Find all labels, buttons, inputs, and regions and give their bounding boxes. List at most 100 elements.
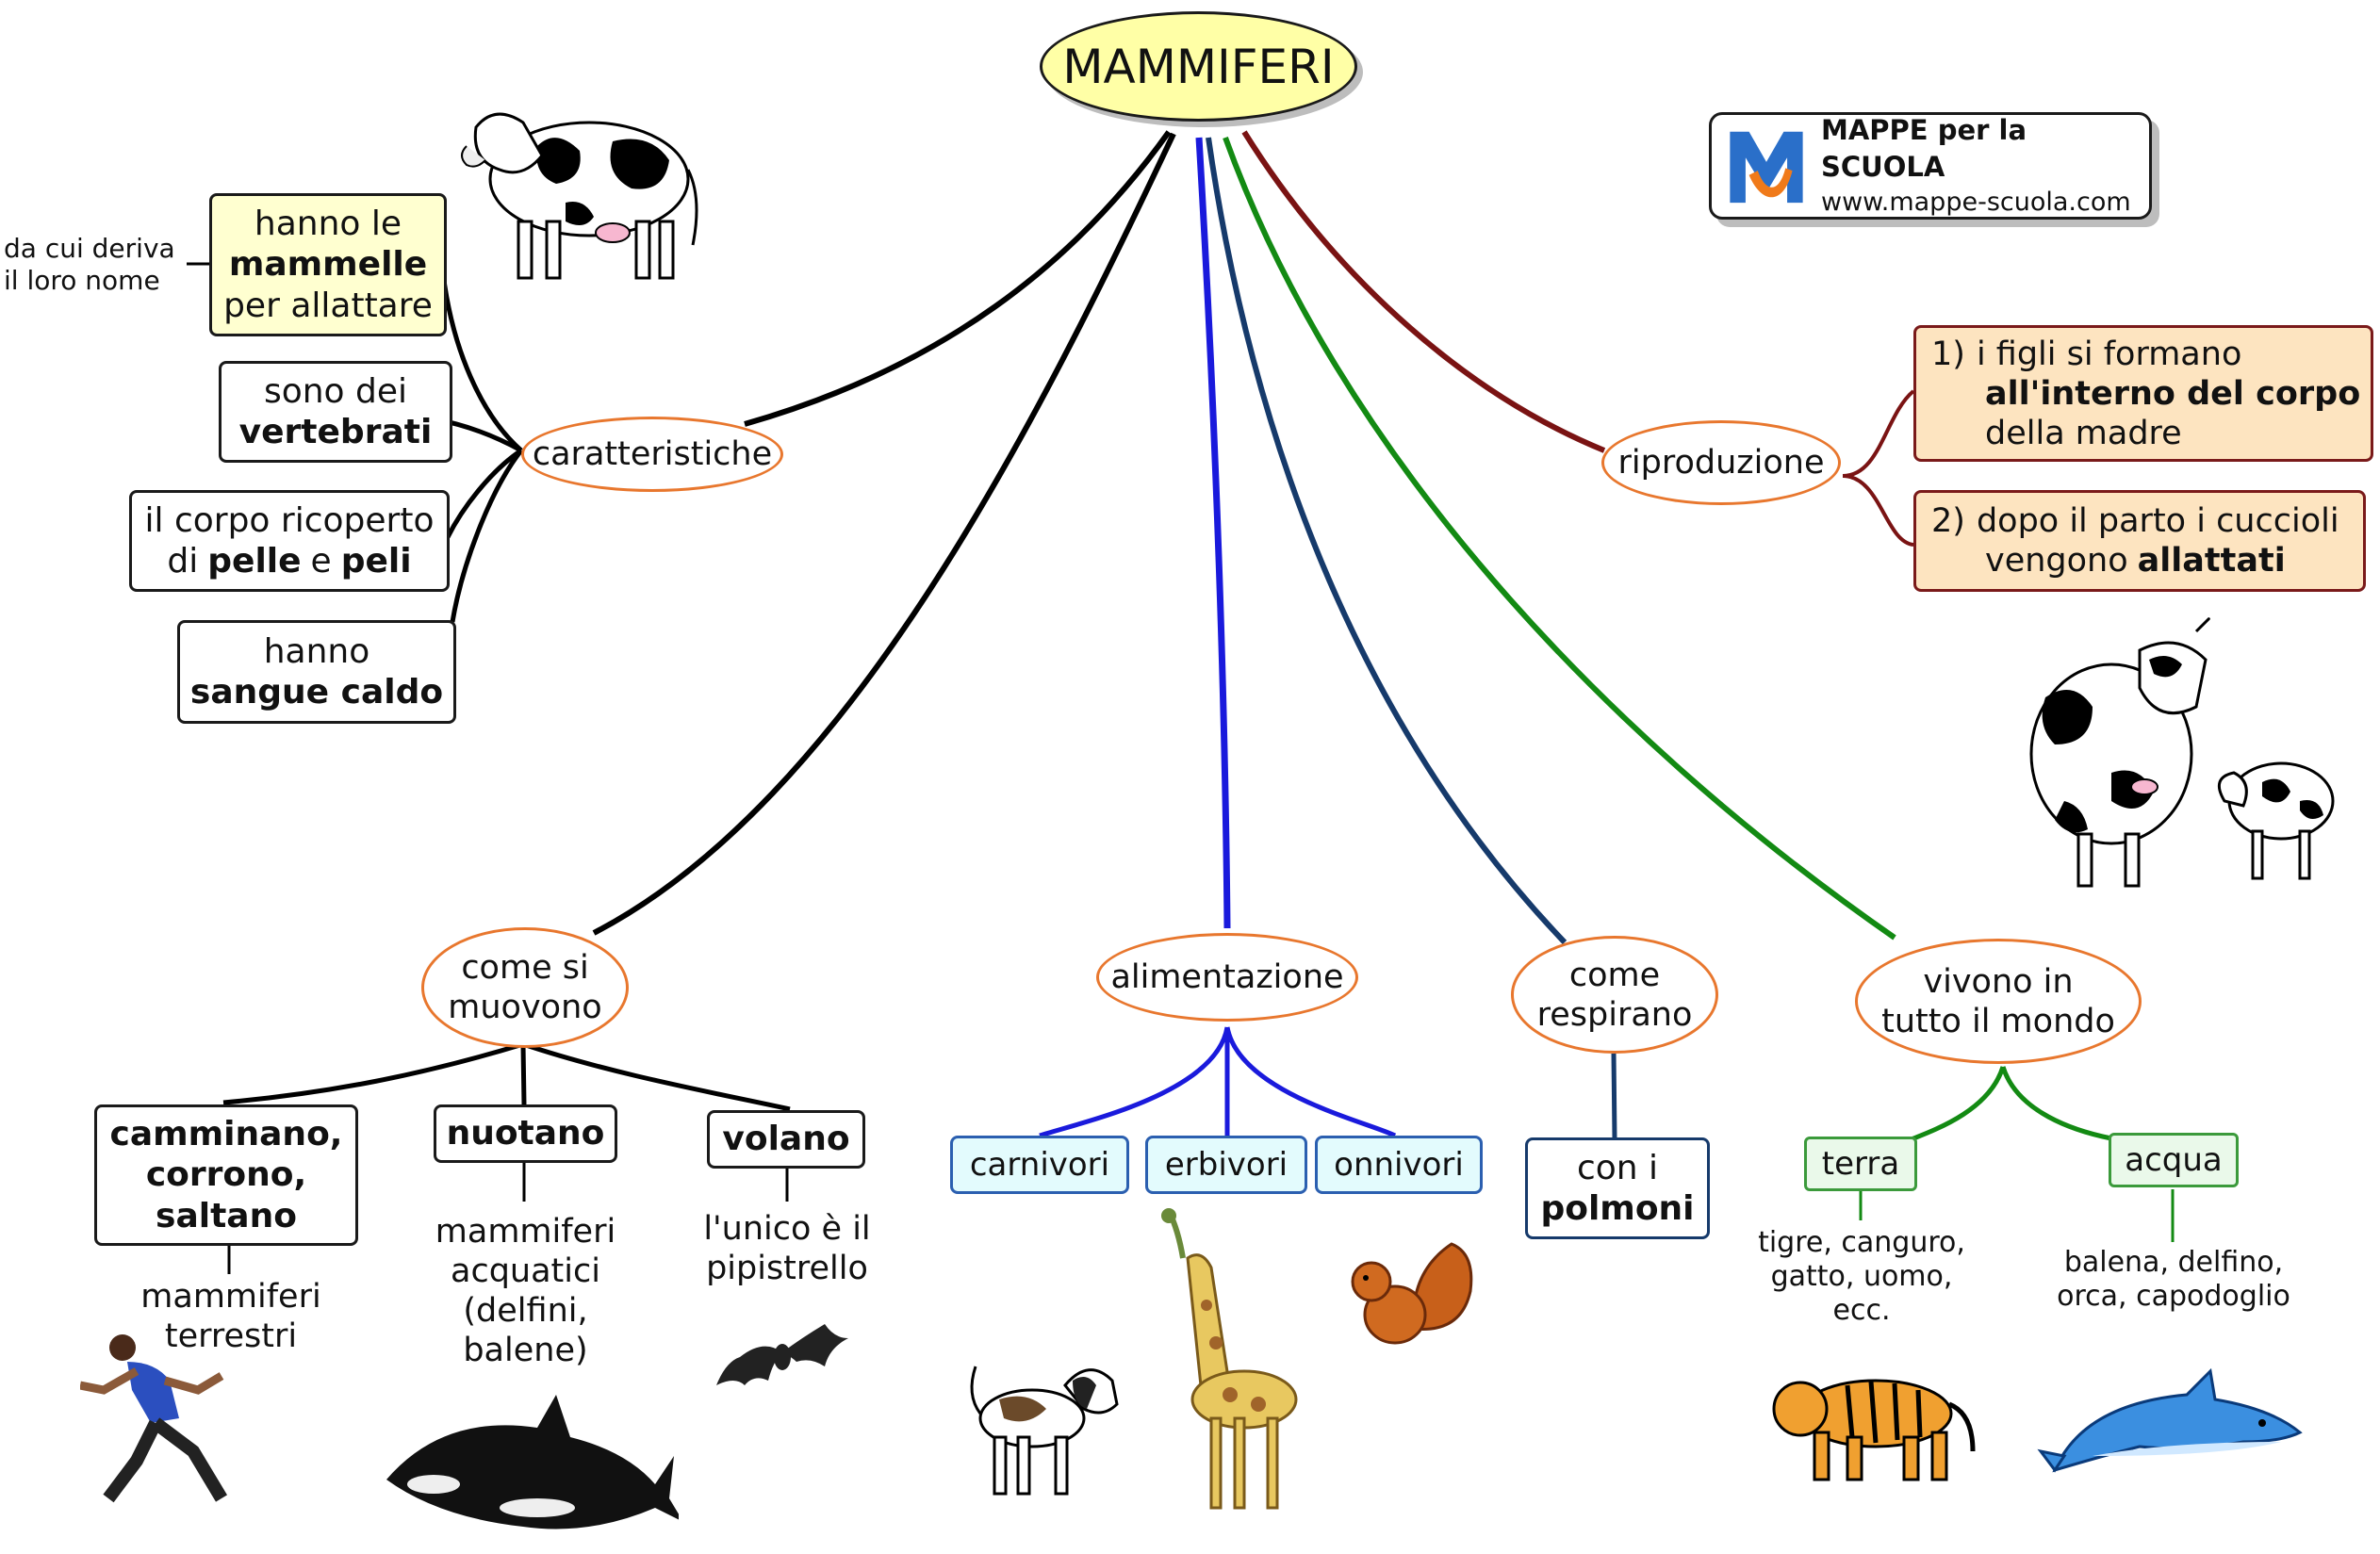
tiger-icon — [1772, 1379, 1976, 1481]
habitat-acqua-label: acqua — [2125, 1140, 2223, 1179]
caratteristiche-label: caratteristiche — [532, 435, 773, 473]
note-line-2: il loro nome — [4, 265, 160, 296]
move-terra-l2: corrono, — [145, 1155, 307, 1195]
move-terra-l3: saltano — [156, 1196, 297, 1235]
trait-pelle-peli[interactable]: il corpo ricoperto di pelle e peli — [129, 490, 450, 592]
name-origin-note: da cui deriva il loro nome — [4, 232, 192, 298]
move-nuotano-detail: mammiferi acquatici (delfini, balene) — [405, 1206, 646, 1376]
diet-onnivori-label: onnivori — [1334, 1145, 1464, 1184]
move-terra-l1: camminano, — [109, 1115, 343, 1154]
trait-pelle-line1: il corpo ricoperto — [144, 500, 435, 540]
repro1-bold: all'interno del corpo — [1985, 374, 2361, 413]
movimento-label-1: come si — [461, 949, 589, 987]
alimentazione-node[interactable]: alimentazione — [1096, 933, 1358, 1022]
repro2-line1: dopo il parto i cuccioli — [1976, 502, 2339, 540]
respirazione-polmoni-box[interactable]: con i polmoni — [1525, 1137, 1710, 1239]
habitat-label-2: tutto il mondo — [1881, 1002, 2115, 1040]
habitat-label-1: vivono in — [1923, 962, 2074, 1001]
giraffe-icon — [1161, 1208, 1298, 1510]
habitat-terra-examples: tigre, canguro, gatto, uomo, ecc. — [1742, 1220, 1981, 1333]
trait-vertebrati-bold: vertebrati — [238, 413, 433, 451]
terra-ex-3: ecc. — [1832, 1294, 1891, 1327]
diet-carnivori-label: carnivori — [969, 1145, 1110, 1184]
diet-erbivori-label: erbivori — [1164, 1145, 1288, 1184]
repro2-num: 2) — [1931, 502, 1965, 540]
logo-line1: MAPPE per la SCUOLA — [1820, 113, 2027, 183]
respirazione-label-2: respirano — [1536, 995, 1693, 1034]
cow-and-calf-icon — [2029, 617, 2335, 888]
repro2-pre: vengono — [1985, 542, 2128, 580]
runner-icon — [80, 1334, 228, 1503]
trait-mammelle-bold: mammelle — [228, 245, 428, 285]
acqua-ex-2: orca, capodoglio — [2057, 1280, 2290, 1313]
acqua-ex-1: balena, delfino, — [2063, 1246, 2284, 1279]
diet-onnivori[interactable]: onnivori — [1315, 1136, 1483, 1194]
riproduzione-node[interactable]: riproduzione — [1601, 420, 1841, 505]
trait-pelle-pre: di — [167, 542, 199, 581]
dog-icon — [970, 1366, 1119, 1496]
repro1-line3: della madre — [1985, 414, 2182, 452]
move-terra-d1: mammiferi — [140, 1278, 321, 1316]
respirazione-label-1: come — [1568, 956, 1661, 994]
movimento-label-2: muovono — [448, 989, 602, 1026]
riproduzione-item-1[interactable]: 1) i figli si formano all'interno del co… — [1913, 325, 2373, 462]
killer-whale-icon — [386, 1395, 679, 1529]
trait-mammelle[interactable]: hanno le mammelle per allattare — [209, 193, 447, 336]
move-volano-detail: l'unico è il pipistrello — [679, 1206, 895, 1291]
move-volano-label: volano — [722, 1120, 850, 1159]
logo-badge[interactable]: MAPPE per la SCUOLA www.mappe-scuola.com — [1709, 112, 2152, 220]
trait-sangue-caldo[interactable]: hanno sangue caldo — [177, 620, 456, 724]
diet-carnivori[interactable]: carnivori — [950, 1136, 1129, 1194]
repro1-line1: i figli si formano — [1976, 335, 2242, 373]
note-line-1: da cui deriva — [4, 233, 175, 265]
diet-erbivori[interactable]: erbivori — [1145, 1136, 1307, 1194]
dolphin-icon — [2037, 1367, 2303, 1473]
trait-peli-bold: peli — [340, 542, 412, 581]
trait-vertebrati-pre: sono dei — [263, 371, 408, 411]
alimentazione-label: alimentazione — [1110, 958, 1344, 996]
habitat-node[interactable]: vivono in tutto il mondo — [1855, 939, 2142, 1064]
repro1-num: 1) — [1931, 335, 1965, 373]
move-terra-box[interactable]: camminano, corrono, saltano — [94, 1104, 358, 1246]
move-terra-d2: terrestri — [164, 1317, 298, 1355]
move-nuotano-box[interactable]: nuotano — [434, 1104, 617, 1163]
move-terra-detail: mammiferi terrestri — [113, 1274, 349, 1359]
move-volano-d1: l'unico è il — [703, 1210, 871, 1248]
habitat-acqua-examples: balena, delfino, orca, capodoglio — [2045, 1242, 2302, 1317]
trait-pelle-bold: pelle — [207, 542, 302, 581]
logo-m-icon — [1723, 123, 1810, 209]
terra-ex-1: tigre, canguro, — [1758, 1226, 1965, 1259]
move-nuotano-d4: balene) — [463, 1332, 588, 1369]
caratteristiche-node[interactable]: caratteristiche — [521, 417, 783, 492]
trait-pelle-mid: e — [310, 542, 332, 581]
habitat-terra-box[interactable]: terra — [1804, 1137, 1917, 1191]
bat-icon — [716, 1324, 848, 1385]
move-volano-box[interactable]: volano — [707, 1110, 865, 1169]
habitat-acqua-box[interactable]: acqua — [2109, 1133, 2239, 1187]
movimento-node[interactable]: come si muovono — [421, 927, 629, 1048]
riproduzione-label: riproduzione — [1617, 444, 1825, 482]
trait-sangue-pre: hanno — [263, 631, 370, 671]
move-nuotano-d1: mammiferi — [435, 1213, 616, 1251]
respirazione-node[interactable]: come respirano — [1511, 936, 1718, 1054]
move-volano-d2: pipistrello — [706, 1250, 868, 1287]
repro2-bold: allattati — [2137, 542, 2286, 580]
squirrel-icon — [1351, 1242, 1473, 1345]
logo-url: www.mappe-scuola.com — [1820, 187, 2131, 217]
trait-sangue-bold: sangue caldo — [189, 673, 444, 712]
trait-mammelle-post: per allattare — [223, 286, 433, 325]
terra-ex-2: gatto, uomo, — [1770, 1260, 1953, 1293]
trait-mammelle-pre: hanno le — [254, 204, 402, 244]
cow-icon — [461, 112, 698, 280]
riproduzione-item-2[interactable]: 2) dopo il parto i cuccioli vengono alla… — [1913, 490, 2366, 592]
move-nuotano-d3: (delfini, — [463, 1292, 588, 1330]
trait-vertebrati[interactable]: sono dei vertebrati — [219, 361, 452, 463]
habitat-terra-label: terra — [1821, 1144, 1900, 1183]
title-text: MAMMIFERI — [1062, 39, 1335, 94]
move-nuotano-d2: acquatici — [451, 1252, 600, 1290]
map-title: MAMMIFERI — [1040, 11, 1357, 122]
move-nuotano-label: nuotano — [446, 1114, 605, 1153]
polmoni-bold: polmoni — [1540, 1189, 1695, 1228]
polmoni-pre: con i — [1576, 1148, 1659, 1187]
